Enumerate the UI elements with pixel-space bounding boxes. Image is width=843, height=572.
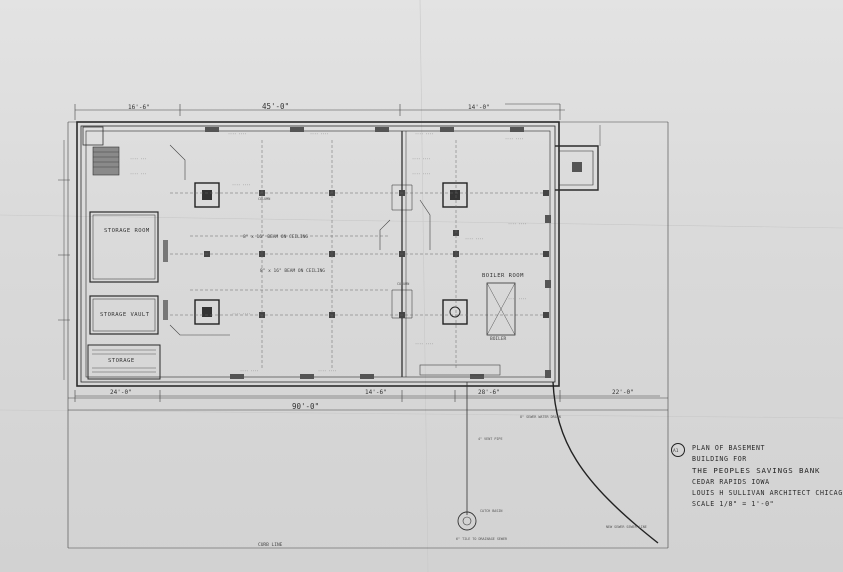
lot-lines bbox=[67, 121, 669, 549]
stair bbox=[82, 126, 120, 176]
bottom-dimension-lines bbox=[74, 390, 660, 402]
dim-bottom-mid: 14'-6" bbox=[365, 389, 387, 396]
wall-piers bbox=[205, 127, 551, 379]
svg-text:···· ····: ···· ···· bbox=[412, 157, 430, 161]
svg-text:···· ···: ···· ··· bbox=[130, 157, 146, 161]
dim-top-overall: 45'-0" bbox=[262, 102, 289, 111]
title-line-3: THE PEOPLES SAVINGS BANK bbox=[692, 466, 820, 475]
top-dimension-lines bbox=[74, 103, 565, 120]
left-dimension-lines bbox=[58, 140, 70, 380]
svg-text:···· ····: ···· ···· bbox=[415, 132, 433, 136]
label-curb-line: CURB LINE bbox=[258, 542, 283, 548]
title-line-6: SCALE 1/8" = 1'-0" bbox=[692, 500, 774, 508]
svg-text:···· ····: ···· ···· bbox=[228, 132, 246, 136]
room-storage-lower: STORAGE bbox=[108, 358, 135, 364]
boiler-room-group bbox=[419, 282, 516, 376]
sewer-lines bbox=[457, 125, 659, 544]
sheet-number: A1 bbox=[673, 448, 679, 454]
note-new-sewer: NEW SEWER SEWER LINE bbox=[606, 525, 647, 529]
svg-text:···· ····: ···· ···· bbox=[505, 137, 523, 141]
svg-text:···· ····: ···· ···· bbox=[240, 369, 258, 373]
building-walls bbox=[76, 121, 599, 387]
svg-text:···· ····: ···· ···· bbox=[415, 342, 433, 346]
title-line-4: CEDAR RAPIDS IOWA bbox=[692, 478, 770, 486]
title-line-2: BUILDING FOR bbox=[692, 455, 747, 463]
svg-text:···· ····: ···· ···· bbox=[465, 237, 483, 241]
svg-text:···· ····: ···· ···· bbox=[318, 369, 336, 373]
dim-bottom-overall: 90'-0" bbox=[292, 402, 319, 411]
title-line-1: PLAN OF BASEMENT bbox=[692, 444, 765, 452]
svg-text:···· ····: ···· ···· bbox=[412, 172, 430, 176]
svg-text:···· ····: ···· ···· bbox=[508, 222, 526, 226]
room-boiler: BOILER ROOM bbox=[482, 273, 524, 279]
ceiling-beams bbox=[170, 140, 545, 370]
svg-text:···· ···: ···· ··· bbox=[130, 172, 146, 176]
dim-top-left: 16'-6" bbox=[128, 104, 150, 111]
left-rooms bbox=[87, 211, 168, 380]
title-line-5: LOUIS H SULLIVAN ARCHITECT CHICAGO ILL bbox=[692, 489, 843, 497]
note-sewer: 8" SEWER WATER DRAIN bbox=[520, 415, 561, 419]
dim-right-side: 22'-0" bbox=[612, 389, 634, 396]
svg-text:···· ····: ···· ···· bbox=[232, 183, 250, 187]
column-bases bbox=[194, 182, 468, 325]
svg-text:···· ····: ···· ···· bbox=[508, 297, 526, 301]
dim-bottom-right: 28'-6" bbox=[478, 389, 500, 396]
note-column-b: COLUMN bbox=[397, 282, 409, 286]
note-column-a: COLUMN bbox=[258, 197, 270, 201]
svg-text:···· ····: ···· ···· bbox=[232, 312, 250, 316]
annotation-scribbles: ···· ···· ···· ···· ···· ···· ···· ···· ··… bbox=[130, 132, 526, 373]
title-block: A1 PLAN OF BASEMENT BUILDING FOR THE PEO… bbox=[671, 443, 843, 508]
room-storage-vault: STORAGE VAULT bbox=[100, 312, 150, 318]
angled-walls bbox=[169, 144, 431, 336]
note-vent: 4" VENT PIPE bbox=[478, 437, 503, 441]
note-drain: 6" TILE TO DRAINAGE SEWER bbox=[456, 537, 508, 541]
note-beam-a: 8" x 16" BEAM ON CEILING bbox=[243, 234, 308, 240]
dim-bottom-left: 24'-0" bbox=[110, 389, 132, 396]
dim-top-right: 14'-0" bbox=[468, 104, 490, 111]
label-boiler: BOILER bbox=[490, 336, 507, 342]
room-storage: STORAGE ROOM bbox=[104, 228, 150, 234]
note-beam-b: 8" x 16" BEAM ON CEILING bbox=[260, 268, 325, 274]
svg-text:···· ····: ···· ···· bbox=[310, 132, 328, 136]
note-catch: CATCH BASIN bbox=[480, 509, 502, 513]
